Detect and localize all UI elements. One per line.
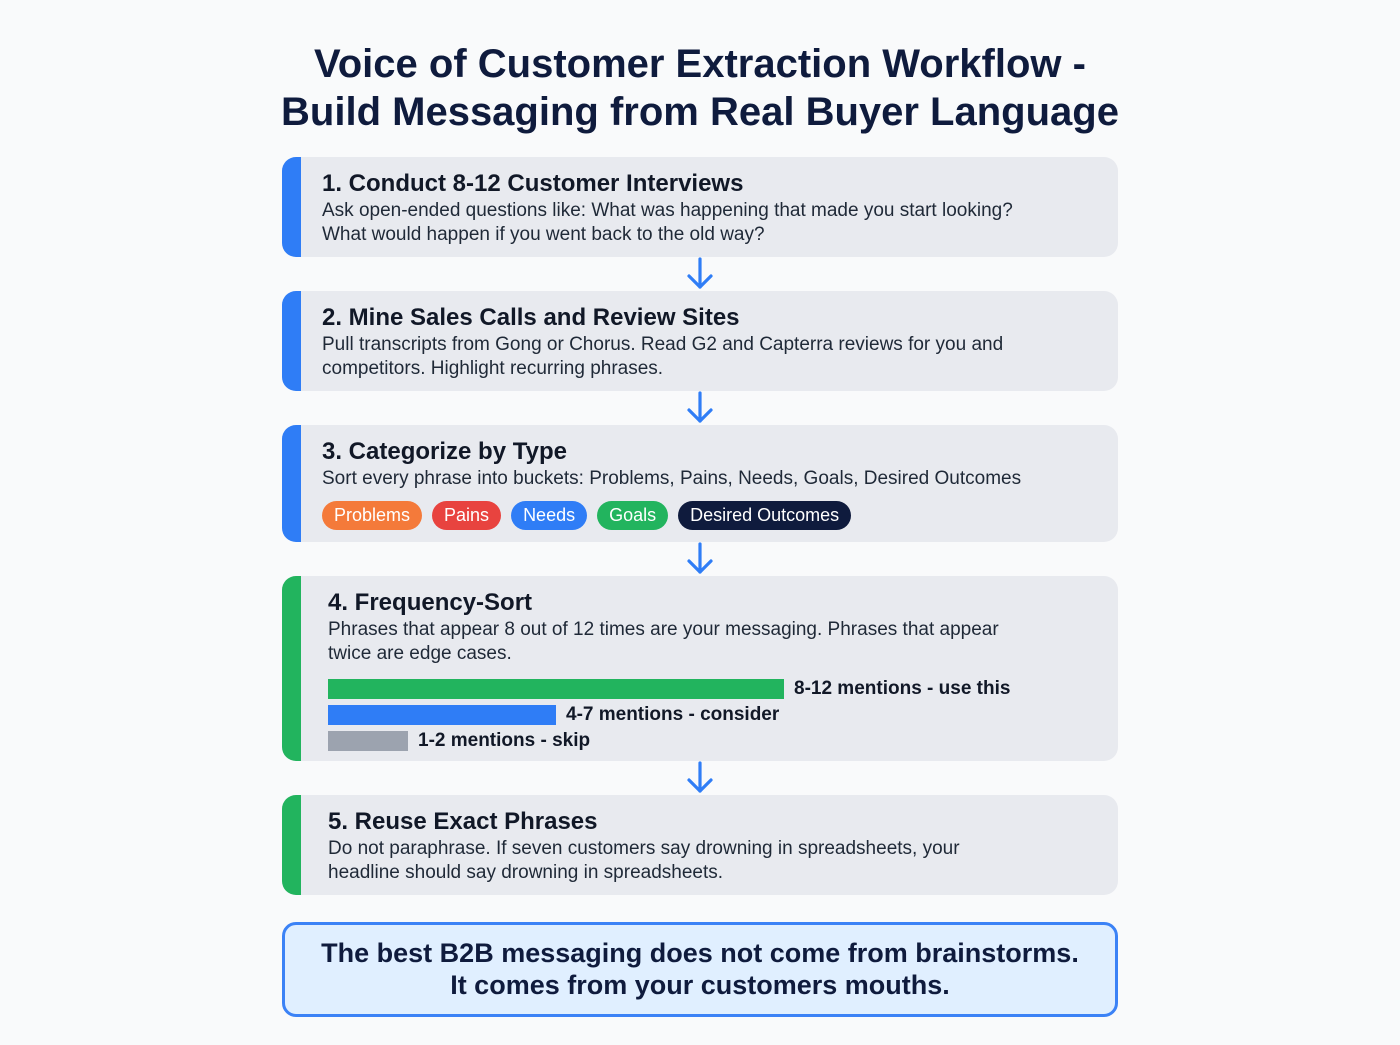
step-card-4: 4. Frequency-Sort Phrases that appear 8 … — [282, 576, 1118, 761]
step-description-line: Ask open-ended questions like: What was … — [322, 200, 1013, 221]
tag-problems: Problems — [322, 501, 423, 530]
step-description-line: Sort every phrase into buckets: Problems… — [322, 468, 1022, 489]
page-title: Voice of Customer Extraction Workflow - … — [0, 40, 1400, 136]
step-accent-bar — [282, 157, 301, 257]
step-description-line: Phrases that appear 8 out of 12 times ar… — [328, 619, 999, 640]
title-line-1: Voice of Customer Extraction Workflow - — [314, 42, 1086, 86]
step-description-line: What would happen if you went back to th… — [322, 224, 765, 245]
down-arrow-icon — [687, 542, 713, 574]
tag-needs: Needs — [511, 501, 588, 530]
step-description-line: competitors. Highlight recurring phrases… — [322, 358, 664, 379]
step-card-3: 3. Categorize by Type Sort every phrase … — [282, 425, 1118, 542]
step-description-line: twice are edge cases. — [328, 643, 512, 664]
step-accent-bar — [282, 291, 301, 391]
step-title: 1. Conduct 8-12 Customer Interviews — [322, 170, 744, 197]
step-card-5: 5. Reuse Exact Phrases Do not paraphrase… — [282, 795, 1118, 895]
step-accent-bar — [282, 425, 301, 542]
frequency-bar-low — [328, 731, 408, 751]
step-card-2: 2. Mine Sales Calls and Review Sites Pul… — [282, 291, 1118, 391]
takeaway-line-2: It comes from your customers mouths. — [450, 970, 950, 1000]
frequency-bars: 8-12 mentions - use this 4-7 mentions - … — [328, 676, 1088, 754]
down-arrow-icon — [687, 761, 713, 793]
key-takeaway-callout: The best B2B messaging does not come fro… — [282, 922, 1118, 1017]
title-line-2: Build Messaging from Real Buyer Language — [281, 90, 1119, 134]
frequency-label: 4-7 mentions - consider — [566, 704, 780, 725]
step-card-1: 1. Conduct 8-12 Customer Interviews Ask … — [282, 157, 1118, 257]
step-title: 3. Categorize by Type — [322, 438, 567, 465]
step-title: 5. Reuse Exact Phrases — [328, 808, 598, 835]
step-title: 2. Mine Sales Calls and Review Sites — [322, 304, 740, 331]
frequency-row: 4-7 mentions - consider — [328, 702, 1088, 728]
takeaway-line-1: The best B2B messaging does not come fro… — [321, 938, 1079, 968]
step-title: 4. Frequency-Sort — [328, 589, 533, 616]
step-description-line: headline should say drowning in spreadsh… — [328, 862, 724, 883]
category-tags: Problems Pains Needs Goals Desired Outco… — [322, 501, 1088, 530]
step-description-line: Pull transcripts from Gong or Chorus. Re… — [322, 334, 1004, 355]
frequency-bar-medium — [328, 705, 556, 725]
tag-desired-outcomes: Desired Outcomes — [678, 501, 852, 530]
frequency-row: 1-2 mentions - skip — [328, 728, 1088, 754]
tag-pains: Pains — [432, 501, 502, 530]
frequency-label: 1-2 mentions - skip — [418, 730, 591, 751]
step-description-line: Do not paraphrase. If seven customers sa… — [328, 838, 960, 859]
frequency-row: 8-12 mentions - use this — [328, 676, 1088, 702]
step-accent-bar — [282, 576, 301, 761]
down-arrow-icon — [687, 257, 713, 289]
step-accent-bar — [282, 795, 301, 895]
frequency-label: 8-12 mentions - use this — [794, 678, 1011, 699]
down-arrow-icon — [687, 391, 713, 423]
frequency-bar-high — [328, 679, 784, 699]
tag-goals: Goals — [597, 501, 669, 530]
